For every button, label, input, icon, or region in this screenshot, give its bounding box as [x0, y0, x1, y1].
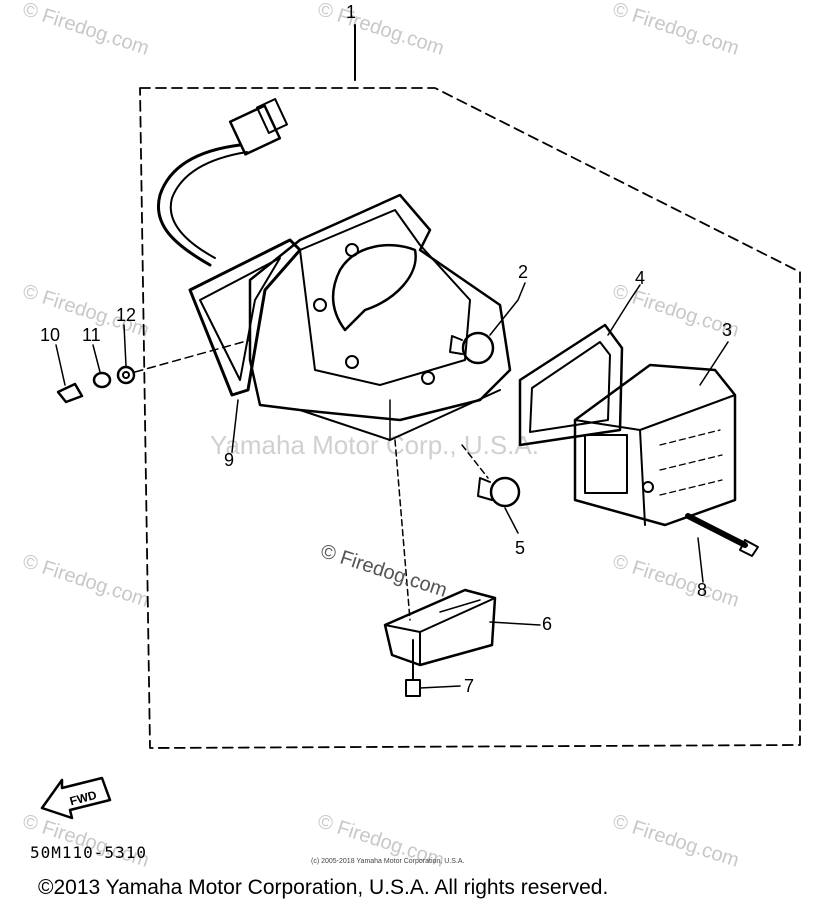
copyright-notice: ©2013 Yamaha Motor Corporation, U.S.A. A… [38, 876, 609, 899]
nut-part-11 [92, 371, 112, 389]
gasket-part-9 [188, 238, 302, 397]
callout-3: 3 [722, 320, 733, 340]
bulb-part-5 [477, 476, 521, 508]
lamp-housing [248, 193, 512, 441]
lens-gasket-part-4 [518, 323, 624, 447]
screw-part-8 [685, 513, 759, 557]
callout-10: 10 [40, 325, 61, 345]
callout-9: 9 [224, 450, 235, 470]
callout-2: 2 [518, 262, 529, 282]
lens-part-3 [573, 363, 737, 527]
callout-5: 5 [515, 538, 526, 558]
fwd-label: FWD [68, 788, 98, 809]
callout-4: 4 [635, 268, 646, 288]
wire-harness-connector [157, 98, 288, 267]
bulb-part-2 [449, 331, 495, 365]
callout-7: 7 [464, 676, 475, 696]
callout-1: 1 [346, 2, 357, 22]
callout-11: 11 [82, 325, 101, 345]
license-cover-part-6 [383, 588, 497, 667]
callout-8: 8 [697, 580, 708, 600]
assembly-boundary [139, 24, 801, 749]
small-copyright: (c) 2005-2018 Yamaha Motor Corporation, … [311, 858, 465, 865]
callout-6: 6 [542, 614, 553, 634]
screw-part-7 [405, 639, 421, 697]
bolt-part-10 [56, 382, 84, 404]
plate-number: 50M110-5310 [30, 843, 147, 862]
callout-12: 12 [116, 305, 137, 325]
fwd-arrow-icon [40, 776, 112, 820]
washer-part-12 [116, 365, 136, 385]
